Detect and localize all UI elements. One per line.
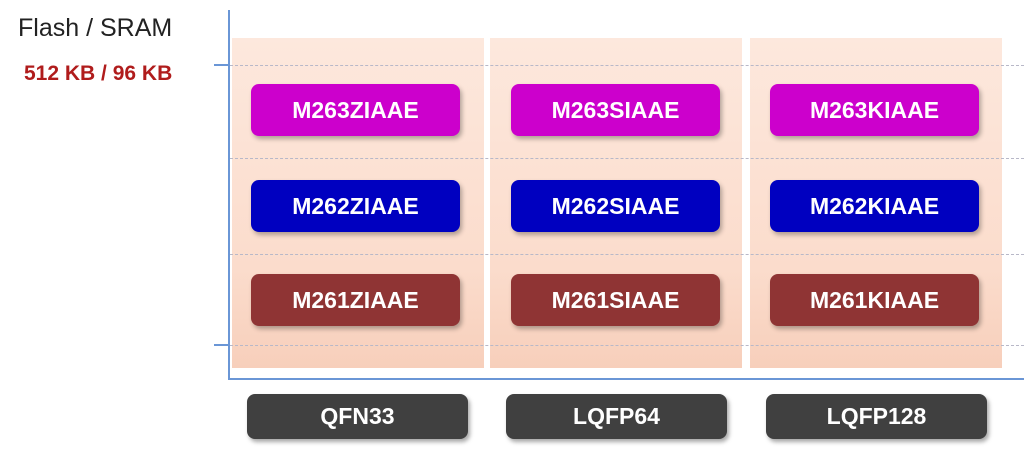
part-box-m262-lqfp64: M262SIAAE (511, 180, 720, 232)
package-label-lqfp64: LQFP64 (506, 394, 727, 439)
package-label-qfn33: QFN33 (247, 394, 468, 439)
package-label-lqfp128: LQFP128 (766, 394, 987, 439)
y-axis-line (228, 10, 230, 380)
part-box-m261-lqfp128: M261KIAAE (770, 274, 979, 326)
gridline (230, 345, 1024, 346)
gridline (230, 254, 1024, 255)
part-box-m263-lqfp64: M263SIAAE (511, 84, 720, 136)
memory-size-label: 512 KB / 96 KB (24, 62, 173, 85)
part-box-m263-lqfp128: M263KIAAE (770, 84, 979, 136)
x-axis-line (228, 378, 1024, 380)
gridline (230, 158, 1024, 159)
y-axis-tick (214, 64, 228, 66)
y-axis-tick (214, 344, 228, 346)
part-box-m263-qfn33: M263ZIAAE (251, 84, 460, 136)
part-box-m261-lqfp64: M261SIAAE (511, 274, 720, 326)
y-axis-title: Flash / SRAM (18, 14, 173, 42)
part-box-m261-qfn33: M261ZIAAE (251, 274, 460, 326)
part-box-m262-qfn33: M262ZIAAE (251, 180, 460, 232)
part-box-m262-lqfp128: M262KIAAE (770, 180, 979, 232)
gridline (230, 65, 1024, 66)
